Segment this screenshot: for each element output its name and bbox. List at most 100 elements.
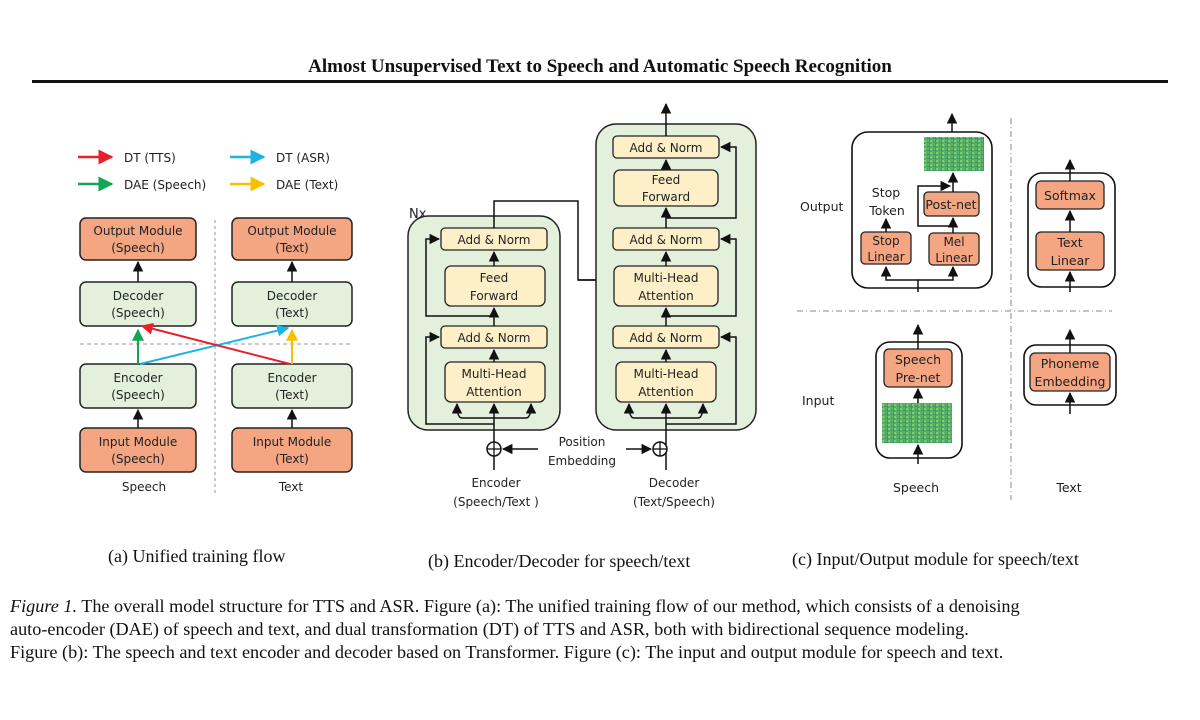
encoder-position-add-icon [486, 441, 502, 457]
svg-text:Output Module: Output Module [247, 224, 336, 238]
svg-text:Forward: Forward [642, 190, 690, 204]
svg-text:Embedding: Embedding [1035, 374, 1106, 389]
phoneme-embedding: Phoneme Embedding [1029, 352, 1111, 392]
decoder-add-norm-1: Add & Norm [612, 325, 720, 349]
svg-text:Add & Norm: Add & Norm [458, 233, 531, 247]
decoder-add-norm-3: Add & Norm [612, 135, 720, 159]
svg-text:Add & Norm: Add & Norm [458, 331, 531, 345]
encoder-label: Encoder [471, 476, 520, 490]
decoder-text: Decoder (Text) [231, 281, 353, 327]
stop-linear: Stop Linear [860, 231, 912, 265]
decoder-cross-attention: Multi-Head Attention [613, 265, 719, 307]
svg-text:Linear: Linear [1051, 253, 1091, 268]
svg-text:Stop: Stop [872, 234, 899, 248]
legend-item-dt-tts: DT (TTS) [78, 149, 176, 165]
legend-item-dt-asr: DT (ASR) [230, 149, 330, 165]
caption-line: The overall model structure for TTS and … [77, 596, 1020, 616]
text-linear: Text Linear [1035, 231, 1105, 271]
svg-text:Speech: Speech [895, 352, 941, 367]
decoder-label: (Text/Speech) [633, 495, 715, 509]
legend-label: DT (ASR) [276, 151, 330, 165]
decoder-add-norm-2: Add & Norm [612, 227, 720, 251]
legend-label: DT (TTS) [124, 151, 176, 165]
legend-item-dae-text: DAE (Text) [230, 176, 338, 192]
decoder-feed-forward: Feed Forward [613, 169, 719, 207]
svg-text:Mel: Mel [943, 235, 964, 249]
input-module-speech: Input Module (Speech) [79, 427, 197, 473]
svg-text:Linear: Linear [935, 251, 972, 265]
running-title: Almost Unsupervised Text to Speech and A… [308, 56, 892, 77]
decoder-label: Decoder [649, 476, 700, 490]
output-module-speech: Output Module (Speech) [79, 217, 197, 261]
svg-text:Encoder: Encoder [113, 371, 162, 385]
svg-text:(Speech): (Speech) [111, 241, 165, 255]
svg-text:(Speech): (Speech) [111, 388, 165, 402]
figure-label: Figure 1. [10, 596, 78, 616]
dt-tts-arrow [140, 322, 291, 365]
softmax: Softmax [1035, 180, 1105, 210]
subcaption-a: (a) Unified training flow [108, 546, 286, 566]
svg-text:Forward: Forward [470, 289, 518, 303]
encoder-add-norm-bottom: Add & Norm [440, 325, 548, 349]
mel-linear: Mel Linear [928, 232, 980, 266]
output-module-text: Output Module (Text) [231, 217, 353, 261]
svg-text:Phoneme: Phoneme [1041, 356, 1100, 371]
svg-text:Attention: Attention [638, 289, 693, 303]
decoder-self-attention: Multi-Head Attention [615, 361, 717, 403]
svg-text:Multi-Head: Multi-Head [633, 367, 698, 381]
svg-text:Attention: Attention [466, 385, 521, 399]
encoder-multi-head-attention: Multi-Head Attention [444, 361, 546, 403]
subcaption-c: (c) Input/Output module for speech/text [792, 549, 1079, 569]
svg-text:Decoder: Decoder [267, 289, 318, 303]
post-net: Post-net [923, 191, 980, 217]
svg-text:Decoder: Decoder [113, 289, 164, 303]
legend: DT (TTS) DT (ASR) DAE (Speech) DAE (Text… [78, 149, 338, 192]
output-row-label: Output [800, 199, 844, 214]
position-embedding-label: Embedding [548, 454, 616, 468]
svg-text:Multi-Head: Multi-Head [461, 367, 526, 381]
svg-text:Add & Norm: Add & Norm [630, 141, 703, 155]
svg-text:Attention: Attention [638, 385, 693, 399]
panel-a: DT (TTS) DT (ASR) DAE (Speech) DAE (Text… [78, 149, 353, 495]
legend-label: DAE (Text) [276, 178, 338, 192]
decoder-speech: Decoder (Speech) [79, 281, 197, 327]
encoder-feed-forward: Feed Forward [444, 265, 546, 307]
speech-module-label: Speech [893, 480, 939, 495]
text-column-label: Text [278, 480, 304, 494]
caption-line: Figure (b): The speech and text encoder … [10, 642, 1004, 662]
svg-text:Output Module: Output Module [93, 224, 182, 238]
svg-text:Encoder: Encoder [267, 371, 316, 385]
svg-text:Post-net: Post-net [925, 197, 976, 212]
header-rule [32, 80, 1168, 83]
position-embedding-label: Position [559, 435, 606, 449]
encoder-speech: Encoder (Speech) [79, 363, 197, 409]
subcaption-b: (b) Encoder/Decoder for speech/text [428, 551, 691, 571]
encoder-label: (Speech/Text ) [453, 495, 539, 509]
stop-token-label: Stop [872, 185, 900, 200]
text-module-label: Text [1055, 480, 1081, 495]
svg-text:Add & Norm: Add & Norm [630, 331, 703, 345]
encoder-text: Encoder (Text) [231, 363, 353, 409]
svg-text:Feed: Feed [480, 271, 509, 285]
svg-text:(Speech): (Speech) [111, 452, 165, 466]
input-row-label: Input [802, 393, 834, 408]
legend-label: DAE (Speech) [124, 178, 206, 192]
input-module-text: Input Module (Text) [231, 427, 353, 473]
encoder-add-norm-top: Add & Norm [440, 227, 548, 251]
svg-text:Pre-net: Pre-net [896, 370, 941, 385]
svg-text:(Text): (Text) [275, 241, 309, 255]
input-spectrogram [882, 403, 952, 443]
panel-b: Nx Add & Norm Feed Forward Add & Norm Mu… [407, 102, 757, 509]
panel-c: Output Input Stop Token Post-net Stop Li… [797, 112, 1117, 500]
figure-caption: Figure 1. The overall model structure fo… [10, 595, 1190, 664]
svg-text:Input Module: Input Module [253, 435, 332, 449]
svg-text:Linear: Linear [867, 250, 904, 264]
speech-column-label: Speech [122, 480, 166, 494]
svg-text:(Text): (Text) [275, 388, 309, 402]
stop-token-label: Token [868, 203, 905, 218]
caption-line: auto-encoder (DAE) of speech and text, a… [10, 619, 969, 639]
svg-text:Input Module: Input Module [99, 435, 178, 449]
speech-pre-net: Speech Pre-net [883, 348, 953, 388]
svg-text:(Speech): (Speech) [111, 306, 165, 320]
